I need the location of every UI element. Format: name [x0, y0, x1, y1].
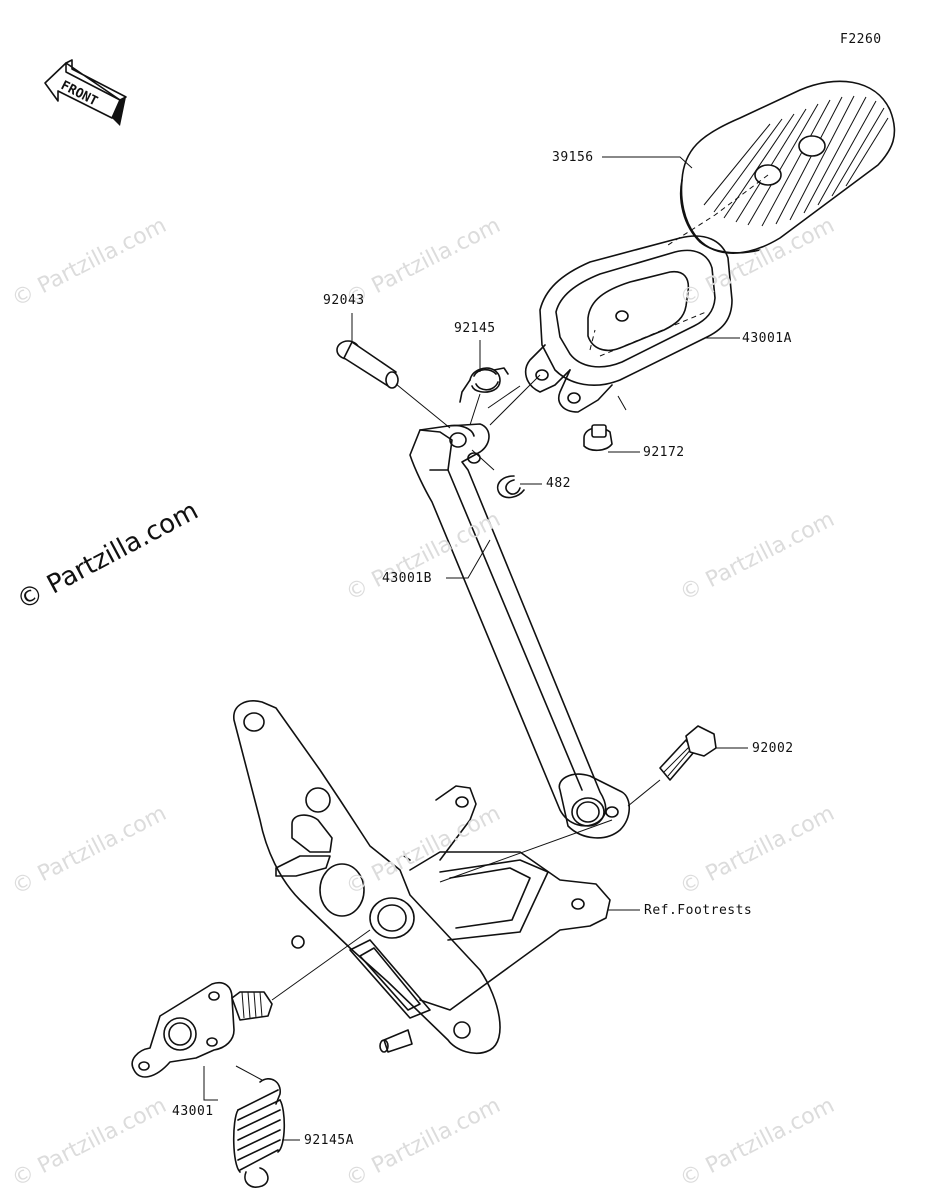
- diagram-code: F2260: [840, 32, 882, 47]
- label-92145A: 92145A: [304, 1133, 354, 1148]
- part-43001B-pedal-arm: [409, 385, 631, 839]
- label-43001B: 43001B: [382, 571, 432, 586]
- part-92145-torsion-spring: [459, 367, 509, 426]
- label-92002: 92002: [752, 741, 794, 756]
- label-39156: 39156: [552, 150, 594, 165]
- part-92002-bolt: [627, 725, 717, 807]
- part-43001-brake-lever: [131, 929, 371, 1078]
- part-39156-pedal-rubber: [667, 80, 896, 255]
- label-92172: 92172: [643, 445, 685, 460]
- label-92043: 92043: [323, 293, 365, 308]
- label-43001: 43001: [172, 1104, 214, 1119]
- part-92043-pin: [336, 340, 451, 429]
- label-482: 482: [546, 476, 571, 491]
- leader-lines: [203, 156, 748, 1141]
- part-92145A-spring: [232, 1065, 286, 1188]
- part-43001A-pedal-mount: [489, 235, 733, 426]
- front-arrow-icon: FRONT: [44, 59, 127, 126]
- part-92172-bolt: [583, 424, 613, 452]
- footrest-bracket-reference: [233, 700, 613, 1055]
- label-43001A: 43001A: [742, 331, 792, 346]
- label-ref-footrests: Ref.Footrests: [644, 903, 753, 918]
- label-92145: 92145: [454, 321, 496, 336]
